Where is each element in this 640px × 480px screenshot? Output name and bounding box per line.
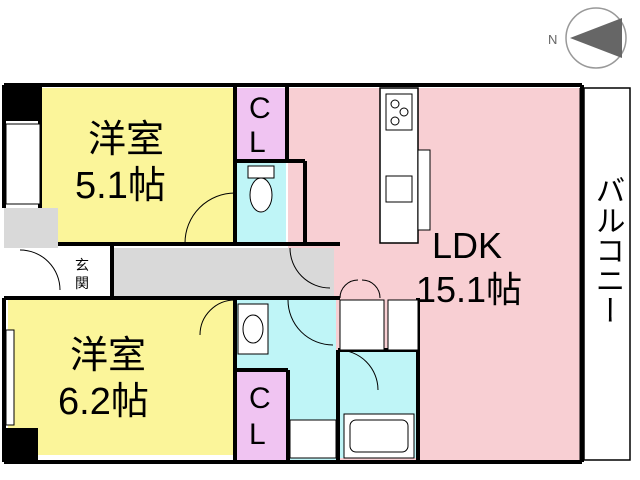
closet-bottom-c: C <box>249 382 271 415</box>
bedroom-top-area <box>40 88 235 243</box>
door-swings <box>19 192 381 391</box>
bedroom-bottom-size: 6.2帖 <box>58 381 149 423</box>
closet-bottom-area <box>236 372 286 460</box>
entrance-label-2: 関 <box>75 275 89 291</box>
window-bottom-left <box>5 329 15 426</box>
pillar-bottom <box>6 428 38 460</box>
entrance-label-1: 玄 <box>75 257 89 273</box>
bathtub-icon <box>343 413 415 459</box>
bedroom-top-size: 5.1帖 <box>75 165 166 207</box>
compass-north-label: N <box>548 32 557 47</box>
compass-arrow-icon <box>570 18 622 58</box>
ldk-size: 15.1帖 <box>416 269 522 310</box>
hallway-area <box>112 248 334 296</box>
closet-bottom-l: L <box>249 418 266 451</box>
storage-unit-left <box>339 299 385 351</box>
toilet-icon <box>247 165 275 213</box>
bedroom-bottom-area <box>8 300 235 455</box>
closet-top-area <box>236 88 286 160</box>
closet-top-c: C <box>249 92 271 125</box>
storage-unit-right <box>387 299 419 351</box>
ldk-name: LDK <box>432 225 502 266</box>
pillar-top <box>6 87 40 121</box>
window-top-left <box>5 123 41 205</box>
balcony-label: バルコニー <box>591 175 624 325</box>
kitchen-counter <box>379 87 431 244</box>
compass: N <box>548 7 627 69</box>
sink-icon <box>385 175 413 203</box>
closet-top-l: L <box>249 126 266 159</box>
washing-machine-space <box>289 419 337 459</box>
bedroom-bottom-name: 洋室 <box>70 335 146 377</box>
balcony-area <box>583 87 631 461</box>
bedroom-top-name: 洋室 <box>88 119 164 161</box>
washbasin-icon <box>237 303 269 355</box>
storage-box <box>4 208 58 248</box>
